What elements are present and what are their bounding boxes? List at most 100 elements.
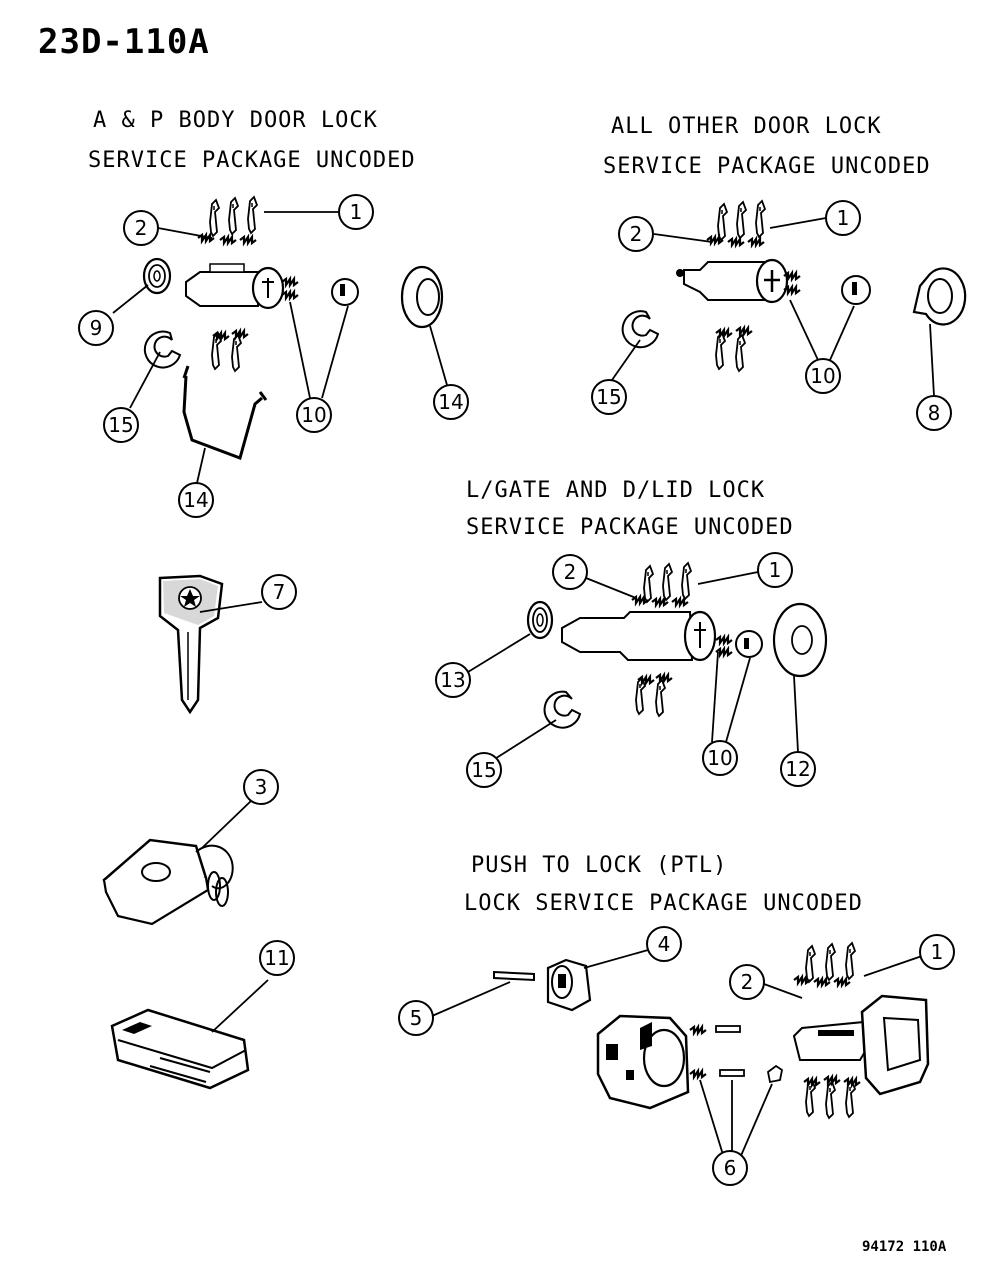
ptl-cam (546, 958, 592, 1012)
other-lock-cylinder (676, 258, 789, 304)
ap-door-lock-group (112, 196, 448, 484)
ap-leader-lines (112, 211, 448, 484)
module-drawing (110, 979, 269, 1090)
callout-lg-15-label: 15 (471, 758, 496, 782)
callout-lg-13-label: 13 (440, 668, 465, 692)
other-leader-lines (611, 217, 935, 397)
ptl-housing (596, 1014, 690, 1110)
callouts: 1 2 9 15 10 14 14 1 2 15 10 8 7 1 2 13 1… (78, 194, 955, 1186)
callout-mod-11-label: 11 (264, 946, 289, 970)
callout-mod-11: 11 (259, 940, 295, 976)
lgate-coil-spring (526, 600, 554, 640)
callout-lg-2-label: 2 (564, 560, 577, 584)
other-title-line-2: SERVICE PACKAGE UNCODED (603, 154, 931, 179)
other-tumblers (705, 200, 766, 247)
lgate-title-line-1: L/GATE AND D/LID LOCK (466, 478, 766, 503)
callout-ap-9-label: 9 (90, 316, 103, 340)
callout-ap-1-label: 1 (350, 200, 363, 224)
callout-ptl-6: 6 (712, 1150, 748, 1186)
callout-key-7-label: 7 (273, 580, 286, 604)
other-door-lock-group (611, 200, 967, 397)
callout-lg-15: 15 (466, 752, 502, 788)
callout-ot-2: 2 (618, 216, 654, 252)
ap-link-rod (182, 365, 268, 460)
other-cap (841, 275, 872, 305)
callout-ap-10: 10 (296, 397, 332, 433)
callout-lg-13: 13 (435, 662, 471, 698)
callout-ot-1: 1 (825, 200, 861, 236)
other-retainer-clip (621, 310, 660, 349)
ptl-escutcheon (860, 994, 930, 1096)
callout-ap-14b-label: 14 (183, 488, 208, 512)
callout-ot-2-label: 2 (630, 222, 643, 246)
ap-coil-spring (142, 257, 172, 295)
ap-title-line-2: SERVICE PACKAGE UNCODED (88, 148, 416, 173)
callout-ptl-2: 2 (729, 964, 765, 1000)
callout-lg-12-label: 12 (785, 757, 810, 781)
callout-lg-1: 1 (757, 552, 793, 588)
callout-fob-3: 3 (243, 769, 279, 805)
ap-cap (331, 278, 360, 306)
lgate-title-line-2: SERVICE PACKAGE UNCODED (466, 515, 794, 540)
callout-ot-8-label: 8 (928, 401, 941, 425)
callout-fob-3-label: 3 (255, 775, 268, 799)
ptl-pins (688, 1025, 745, 1079)
callout-ap-2-label: 2 (135, 216, 148, 240)
lgate-tumblers (630, 562, 692, 607)
lgate-lock-group (467, 562, 828, 763)
callout-ptl-5: 5 (398, 1000, 434, 1036)
callout-ot-15: 15 (591, 379, 627, 415)
ap-retainer-springs (280, 277, 300, 300)
other-bezel (912, 267, 967, 326)
key-fob-drawing (102, 799, 253, 926)
callout-ptl-2-label: 2 (741, 970, 754, 994)
callout-ot-10: 10 (805, 358, 841, 394)
callout-ptl-4-label: 4 (658, 932, 671, 956)
callout-ptl-6-label: 6 (724, 1156, 737, 1180)
ap-lock-cylinder (185, 263, 285, 310)
callout-ap-1: 1 (338, 194, 374, 230)
other-lower-tumblers (714, 326, 754, 372)
callout-ptl-4: 4 (646, 926, 682, 962)
callout-ap-9: 9 (78, 310, 114, 346)
callout-ptl-5-label: 5 (410, 1006, 423, 1030)
ptl-tumblers (792, 942, 856, 987)
lgate-retainer-clip (543, 690, 582, 729)
lgate-bezel (772, 602, 828, 678)
callout-ot-15-label: 15 (596, 385, 621, 409)
lgate-cap (735, 630, 764, 658)
ptl-plug (767, 1020, 874, 1084)
callout-ap-10-label: 10 (301, 403, 326, 427)
drawing-code: 94172 110A (862, 1239, 947, 1255)
ptl-lock-group (431, 942, 930, 1159)
callout-ap-15: 15 (103, 407, 139, 443)
ptl-leader-lines (431, 949, 923, 1159)
ptl-title-line-2: LOCK SERVICE PACKAGE UNCODED (464, 891, 863, 916)
callout-lg-2: 2 (552, 554, 588, 590)
callout-ap-14a: 14 (433, 384, 469, 420)
callout-ptl-1-label: 1 (931, 940, 944, 964)
ap-retainer-clip (143, 330, 182, 369)
callout-ap-15-label: 15 (108, 413, 133, 437)
key-drawing (158, 574, 263, 715)
callout-lg-10: 10 (702, 740, 738, 776)
callout-ot-8: 8 (916, 395, 952, 431)
lgate-lock-cylinder (561, 610, 717, 662)
lgate-leader-lines (467, 571, 799, 763)
ap-lower-tumblers (211, 329, 250, 372)
ap-title-line-1: A & P BODY DOOR LOCK (93, 108, 378, 133)
other-title-line-1: ALL OTHER DOOR LOCK (611, 114, 882, 139)
lgate-lower-tumblers (635, 673, 674, 717)
diagram-number: 23D-110A (38, 22, 210, 62)
callout-lg-10-label: 10 (707, 746, 732, 770)
ptl-lower-tumblers (802, 1075, 862, 1119)
callout-ap-14a-label: 14 (438, 390, 463, 414)
callout-ap-14b: 14 (178, 482, 214, 518)
callout-ap-2: 2 (123, 210, 159, 246)
callout-lg-12: 12 (780, 751, 816, 787)
ptl-title-line-1: PUSH TO LOCK (PTL) (471, 853, 728, 878)
callout-lg-1-label: 1 (769, 558, 782, 582)
callout-ptl-1: 1 (919, 934, 955, 970)
